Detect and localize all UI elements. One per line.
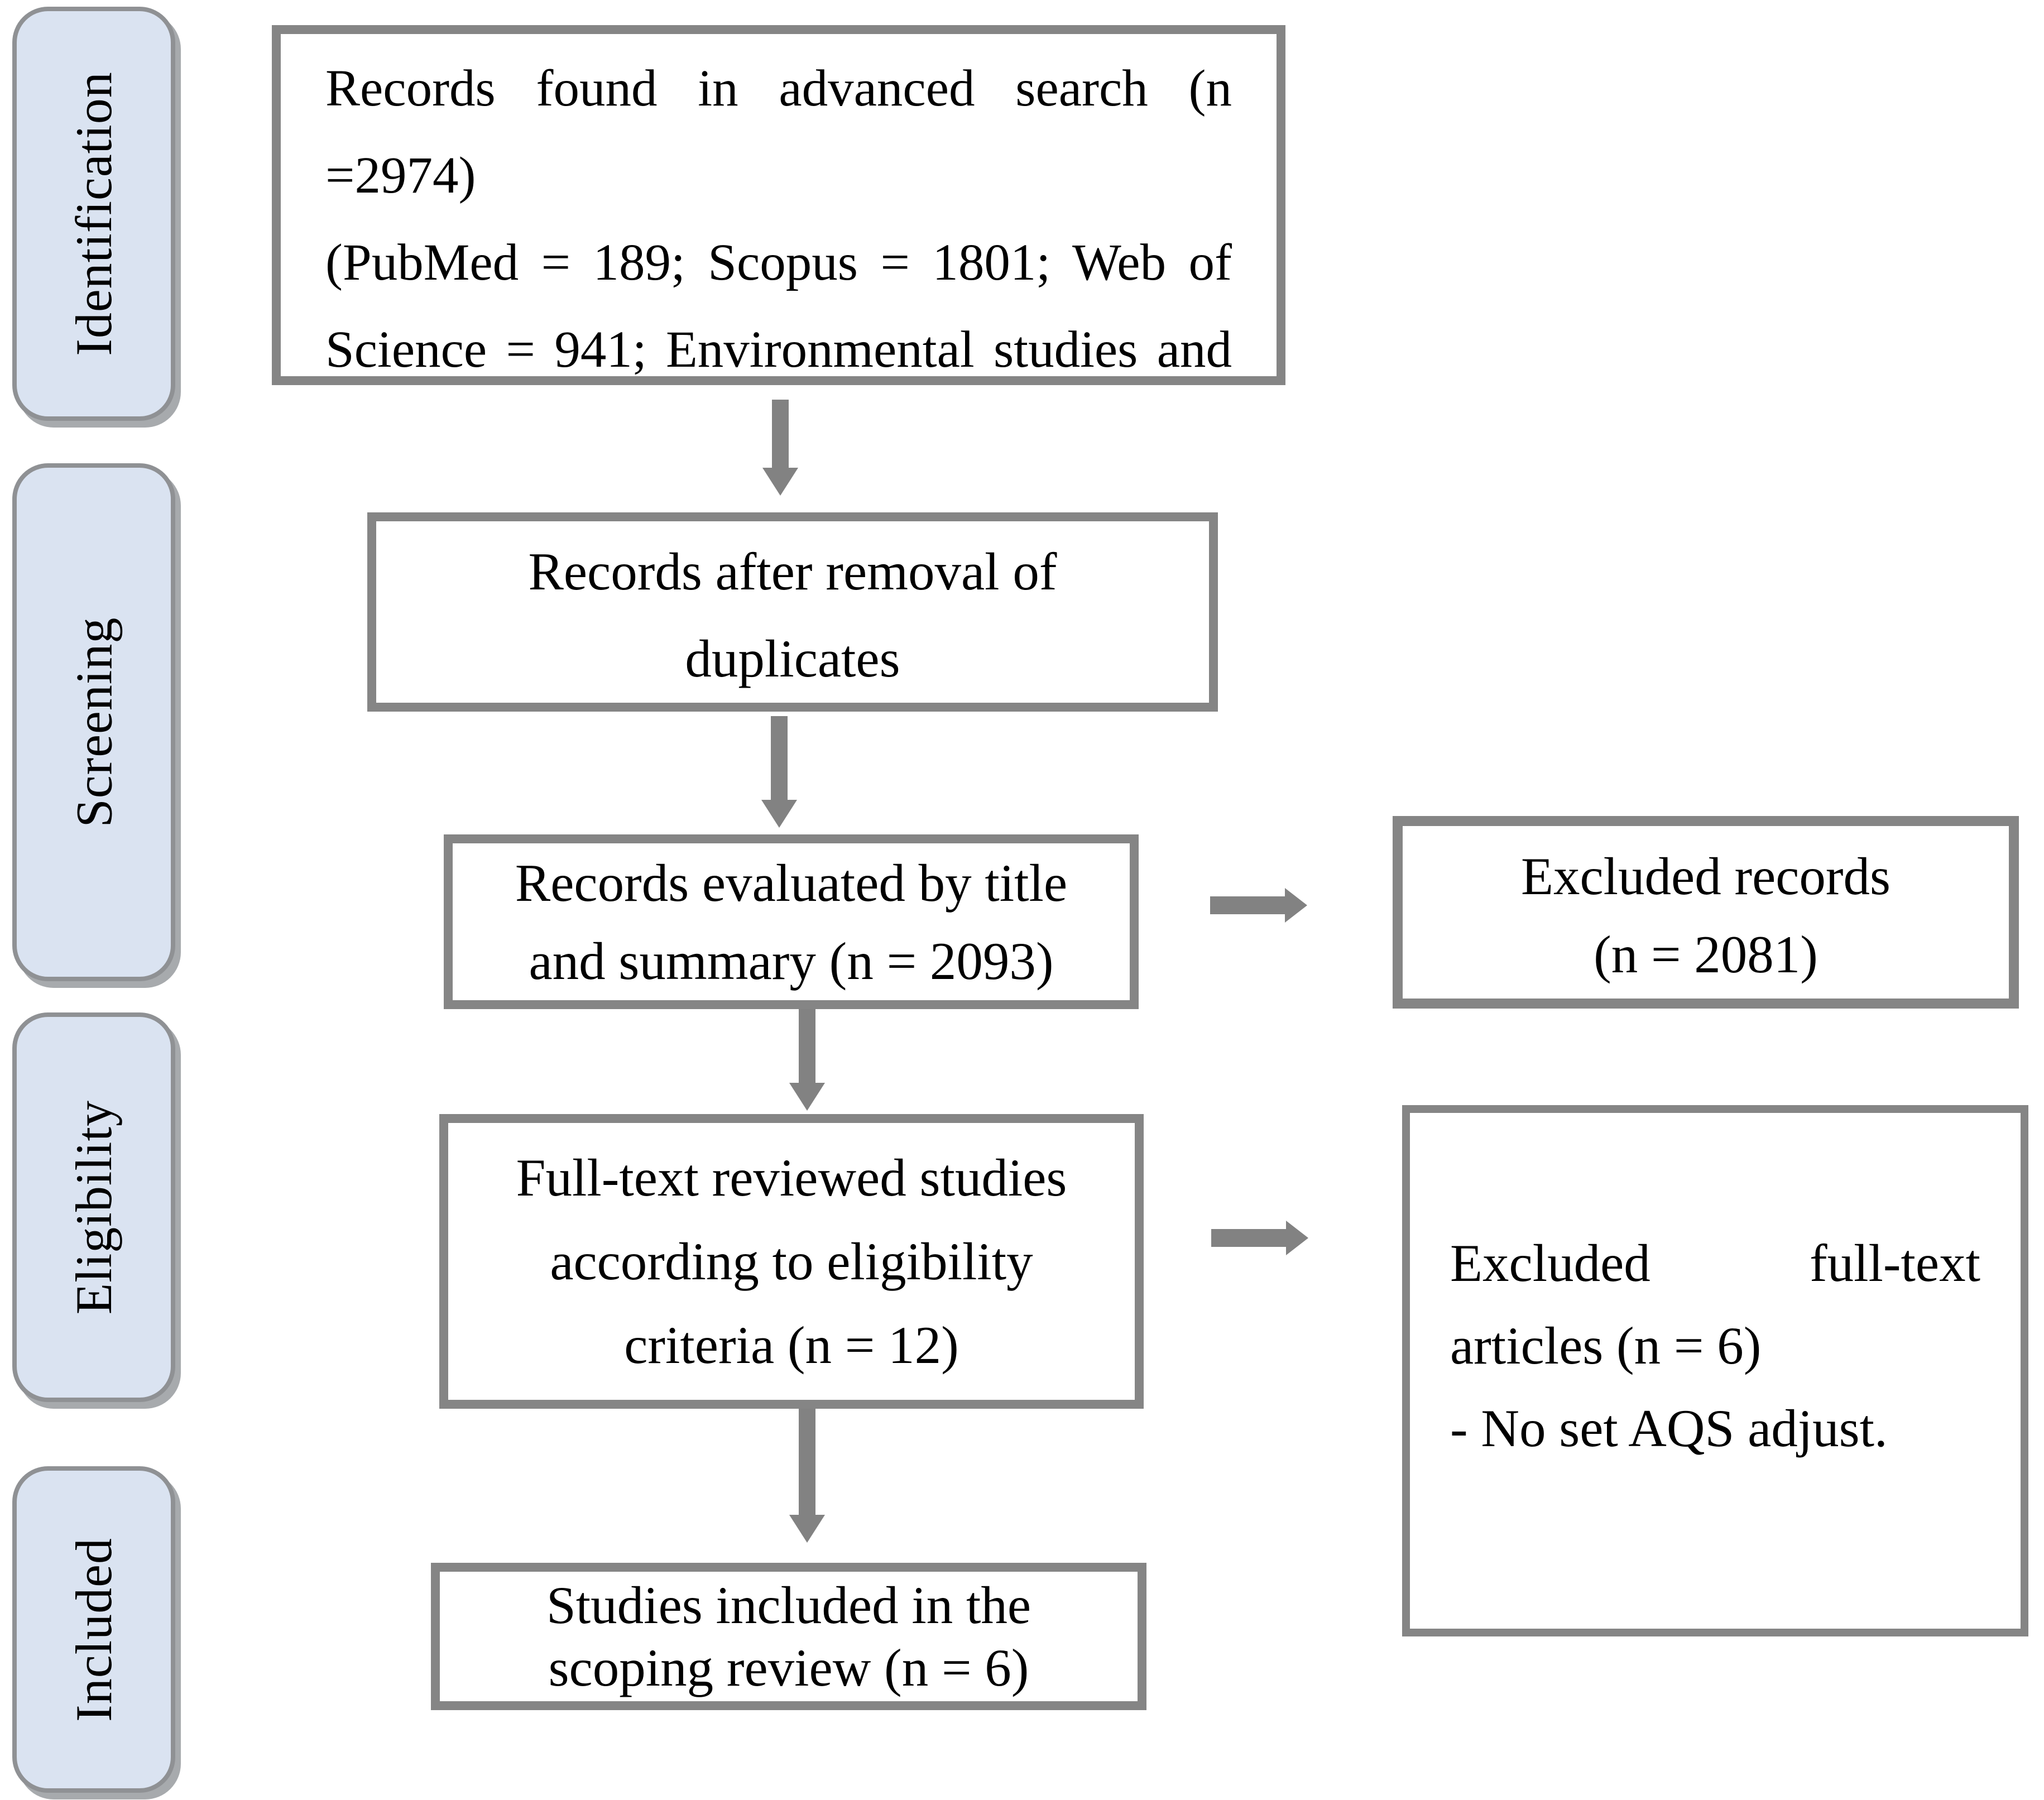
excluded-records-line-2: (n = 2081) <box>1594 924 1818 984</box>
fulltext-review-line-3: criteria (n = 12) <box>624 1316 959 1375</box>
excluded-fulltext-line-3: - No set AQS adjust. <box>1450 1399 1888 1458</box>
studies-included-line-2: scoping review (n = 6) <box>548 1638 1029 1697</box>
excluded-fulltext-line-1: Excluded full-text <box>1450 1233 1980 1293</box>
duplicates-removed-box: Records after removal of duplicates <box>367 512 1218 712</box>
stage-identification: Identification <box>12 7 175 421</box>
title-summary-line-2: and summary (n = 2093) <box>529 931 1054 991</box>
stage-eligibility: Eligibility <box>12 1012 175 1402</box>
stage-included-label: Included <box>65 1537 122 1722</box>
fulltext-review-line-2: according to eligibility <box>550 1232 1033 1291</box>
studies-included-line-1: Studies included in the <box>546 1576 1031 1635</box>
excluded-records-box: Excluded records (n = 2081) <box>1393 816 2019 1009</box>
right-arrow-icon-to-excluded-fulltext <box>1211 1221 1308 1255</box>
records-found-line-2: =2974) <box>325 147 476 204</box>
title-summary-line-1: Records evaluated by title <box>515 853 1068 913</box>
excluded-fulltext-line-2: articles (n = 6) <box>1450 1316 1762 1375</box>
records-found-text: Records found in advanced search (n =297… <box>281 34 1277 376</box>
fulltext-review-box: Full-text reviewed studies according to … <box>439 1114 1144 1409</box>
down-arrow-icon-title-to-fulltext <box>789 1009 825 1111</box>
title-summary-box: Records evaluated by title and summary (… <box>444 834 1139 1009</box>
excluded-records-line-1: Excluded records <box>1520 846 1891 906</box>
duplicates-removed-line-1: Records after removal of <box>528 541 1057 601</box>
stage-screening: Screening <box>12 463 175 981</box>
stage-included: Included <box>12 1466 175 1793</box>
studies-included-box: Studies included in the scoping review (… <box>431 1563 1146 1710</box>
down-arrow-icon-fulltext-to-included <box>789 1409 825 1543</box>
down-arrow-icon-dedup-to-title <box>761 716 797 828</box>
right-arrow-icon-to-excluded-records <box>1210 888 1307 923</box>
stage-screening-label: Screening <box>65 617 122 828</box>
fulltext-review-line-1: Full-text reviewed studies <box>516 1148 1067 1207</box>
records-found-box: Records found in advanced search (n =297… <box>272 25 1285 385</box>
down-arrow-icon-search-to-dedup <box>762 400 798 496</box>
stage-identification-label: Identification <box>65 71 123 356</box>
duplicates-removed-line-2: duplicates <box>685 628 900 688</box>
records-found-line-3: (PubMed = 189; Scopus = 1801; Web of <box>325 234 1232 291</box>
excluded-fulltext-box: Excluded full-text articles (n = 6) - No… <box>1402 1105 2028 1636</box>
records-found-line-1: Records found in advanced search (n <box>325 60 1232 117</box>
records-found-line-4: Science = 941; Environmental studies and <box>325 321 1232 376</box>
stage-eligibility-label: Eligibility <box>65 1100 122 1315</box>
